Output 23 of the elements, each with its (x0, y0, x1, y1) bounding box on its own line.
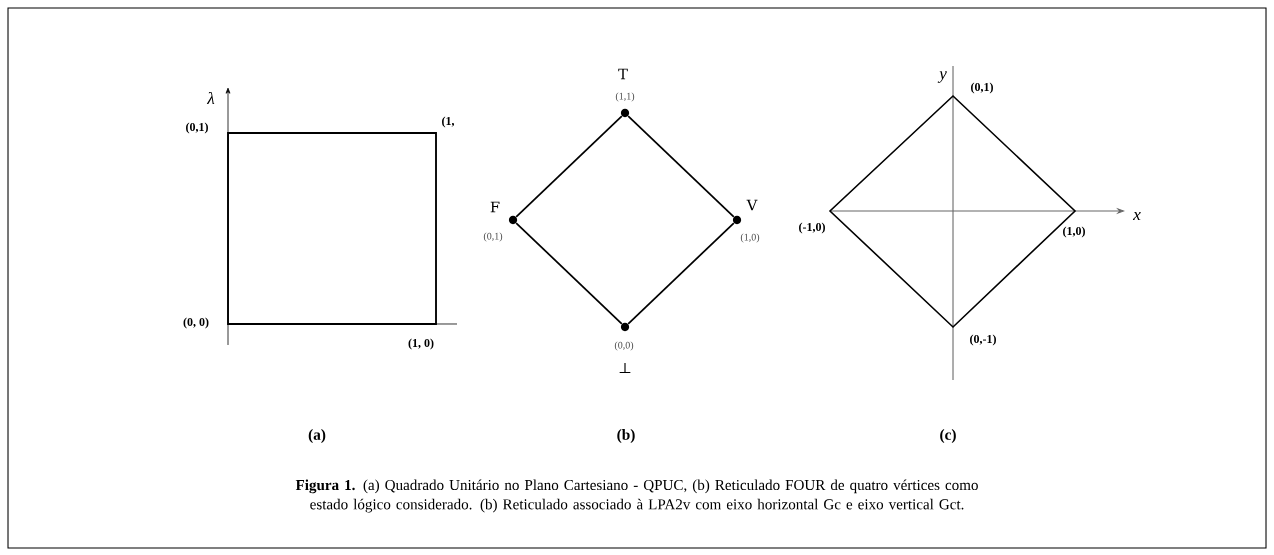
vertex-label: T (618, 68, 628, 80)
vertex-label: ⊥ (619, 362, 631, 374)
coordinate-label: (0,0) (614, 341, 634, 351)
axis-label: λ (206, 91, 215, 105)
vertex-label: V (746, 199, 758, 211)
coordinate-label: (-1,0) (799, 222, 825, 234)
coordinate-label: (1, 0) (408, 338, 434, 350)
coordinate-label: (1,0) (740, 233, 760, 243)
coordinate-label: (1,1) (615, 92, 635, 102)
axis-label: x (1132, 212, 1141, 220)
coordinate-label: (0, 0) (183, 317, 209, 329)
lattice-edge (627, 115, 735, 218)
panel-label: (a) (308, 429, 326, 443)
lattice-edge (515, 222, 623, 325)
coordinate-label: (0,1) (186, 122, 208, 134)
coordinate-label: (0,1) (483, 232, 503, 242)
lattice-edge (627, 222, 735, 325)
panel-label: (c) (940, 429, 956, 443)
coordinate-label: (1, (442, 116, 455, 128)
figure-caption: Figura 1. (a) Quadrado Unitário no Plano Cartesiano - QPUC, (b) Reticulado FOUR de quatro vértices como estado lógico considerado. (b) Reticulado associado à LPA2v com eixo horizontal Gc e eixo vertical Gct. (295, 479, 978, 513)
panel-label: (b) (617, 429, 635, 443)
vertex-label: F (490, 201, 500, 213)
lattice-edge (515, 115, 623, 218)
